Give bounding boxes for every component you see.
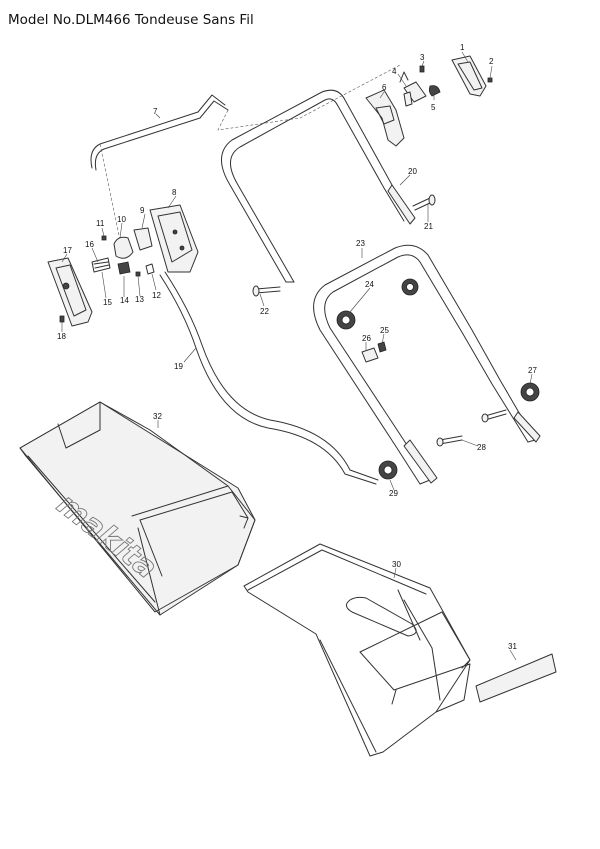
leader-lines — [61, 51, 533, 661]
callout-5: 5 — [431, 103, 436, 112]
callout-20: 20 — [408, 167, 417, 176]
side-cover-left — [47, 257, 93, 327]
rubber-flap — [475, 653, 557, 703]
callout-9: 9 — [140, 206, 145, 215]
callout-25: 25 — [380, 326, 389, 335]
callout-29: 29 — [389, 489, 398, 498]
callout-1: 1 — [460, 43, 465, 52]
lever-assembly — [365, 55, 493, 147]
callout-13: 13 — [135, 295, 144, 304]
grass-collector-box: makita — [19, 401, 256, 616]
diagram-title: Model No.DLM466 Tondeuse Sans Fil — [8, 12, 254, 28]
callout-32: 32 — [153, 412, 162, 421]
callout-17: 17 — [63, 246, 72, 255]
linkage-rod — [90, 64, 401, 241]
callout-10: 10 — [117, 215, 126, 224]
callout-11: 11 — [96, 219, 105, 228]
callout-8: 8 — [172, 188, 177, 197]
callout-3: 3 — [420, 53, 425, 62]
callout-15: 15 — [103, 298, 112, 307]
callout-7: 7 — [153, 107, 158, 116]
callout-2: 2 — [489, 57, 494, 66]
handle-knobs — [336, 278, 540, 480]
callout-16: 16 — [85, 240, 94, 249]
callout-26: 26 — [362, 334, 371, 343]
callout-12: 12 — [152, 291, 161, 300]
callout-18: 18 — [57, 332, 66, 341]
switch-box-assembly — [91, 204, 199, 277]
callout-24: 24 — [365, 280, 374, 289]
callout-27: 27 — [528, 366, 537, 375]
callout-4: 4 — [392, 67, 397, 76]
callout-28: 28 — [477, 443, 486, 452]
callout-14: 14 — [120, 296, 129, 305]
lower-handle — [313, 244, 541, 485]
callout-22: 22 — [260, 307, 269, 316]
callout-21: 21 — [424, 222, 433, 231]
callout-31: 31 — [508, 642, 517, 651]
upper-handle — [221, 89, 416, 283]
callout-23: 23 — [356, 239, 365, 248]
grass-box-frame — [243, 543, 471, 757]
callout-30: 30 — [392, 560, 401, 569]
control-cable — [159, 271, 379, 485]
bolts — [252, 194, 507, 447]
callout-labels: 1 2 3 4 5 6 7 8 9 10 11 12 13 14 15 16 1… — [57, 43, 537, 651]
callout-6: 6 — [382, 83, 387, 92]
callout-19: 19 — [174, 362, 183, 371]
